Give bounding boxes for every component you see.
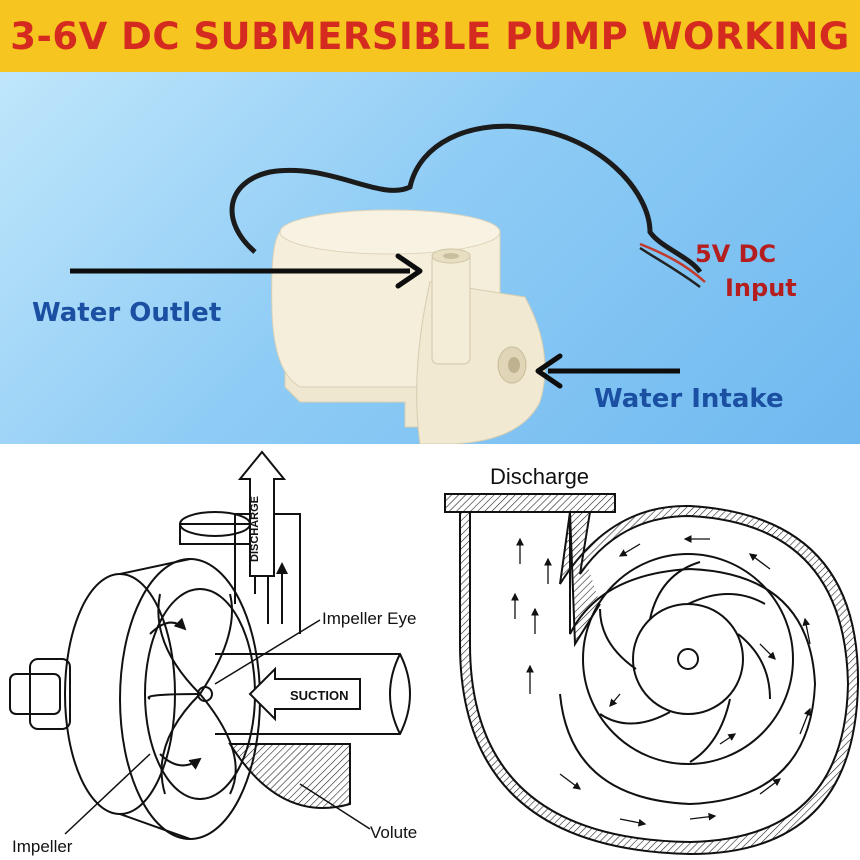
pump-illustration: [70, 123, 706, 444]
title-banner: 3-6V DC SUBMERSIBLE PUMP WORKING: [0, 0, 860, 72]
impeller-label: Impeller: [12, 837, 73, 856]
power-wire-black: [639, 246, 701, 289]
volute-label: Volute: [370, 823, 417, 842]
water-intake-label: Water Intake: [594, 384, 784, 414]
dc-input-label-line1: 5V DC: [695, 240, 777, 268]
right-discharge-label: Discharge: [490, 464, 589, 489]
power-wire-red: [639, 242, 706, 283]
pump-body-top: [279, 209, 501, 255]
left-suction-text: SUCTION: [290, 688, 349, 703]
outlet-arrow-head: [395, 253, 423, 289]
intake-arrow-head: [535, 353, 563, 389]
impeller-eye-label: Impeller Eye: [322, 609, 416, 628]
pump-photo-panel: Water Outlet Water Intake 5V DC Input: [0, 72, 860, 444]
left-cutaway-diagram: [9, 450, 411, 840]
power-wire-loop: [229, 123, 703, 274]
water-outlet-label: Water Outlet: [32, 298, 222, 328]
page-title: 3-6V DC SUBMERSIBLE PUMP WORKING: [10, 14, 850, 58]
outlet-nozzle: [431, 253, 471, 365]
dc-input-label-line2: Input: [725, 274, 797, 302]
diagram-canvas: DISCHARGE SUCTION Impeller Eye Impeller …: [9, 450, 860, 856]
right-volute-diagram: [444, 493, 860, 856]
pump-diagrams-panel: DISCHARGE SUCTION Impeller Eye Impeller …: [0, 444, 860, 860]
left-discharge-text: DISCHARGE: [249, 496, 261, 562]
